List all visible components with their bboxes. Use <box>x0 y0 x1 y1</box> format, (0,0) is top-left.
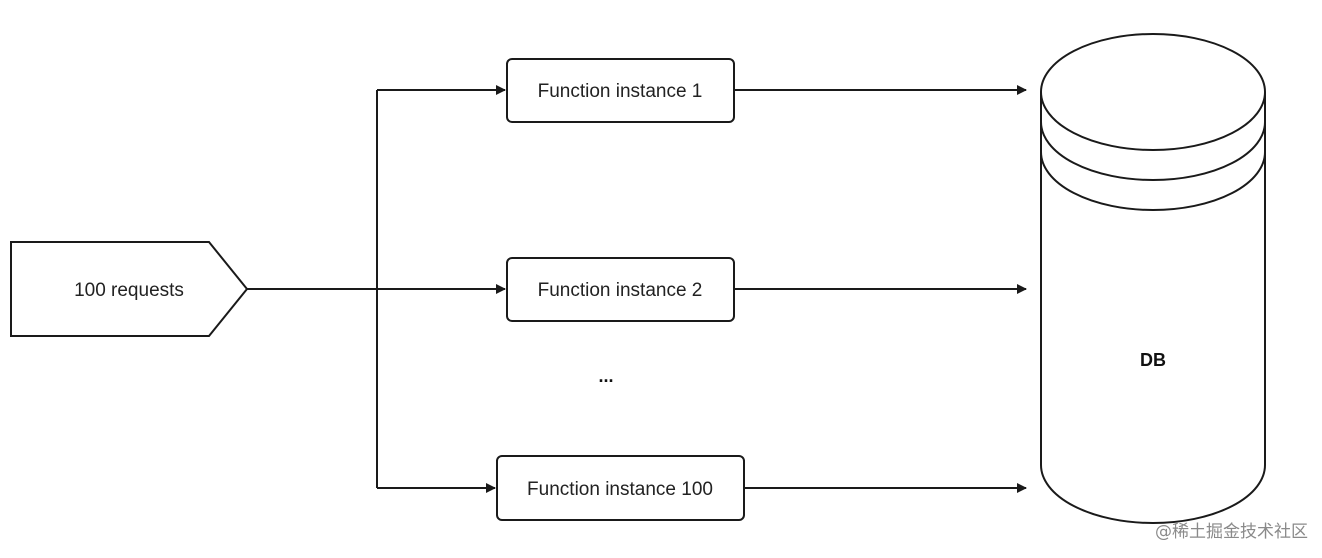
function-instance-1-node: Function instance 1 <box>506 58 735 123</box>
instances-ellipsis: ... <box>598 366 613 386</box>
function-instance-1-label: Function instance 1 <box>538 81 703 102</box>
function-instance-100-node: Function instance 100 <box>496 455 745 521</box>
requests-source-node: 100 requests <box>10 241 249 337</box>
requests-source-label: 100 requests <box>74 280 184 301</box>
database-node: DB <box>1040 33 1266 524</box>
function-instance-100-label: Function instance 100 <box>527 479 713 500</box>
database-label: DB <box>1140 350 1166 370</box>
database-cylinder-body <box>1040 92 1266 524</box>
database-cylinder-ring-2 <box>1040 151 1266 211</box>
watermark-text: @稀土掘金技术社区 <box>1155 522 1308 542</box>
function-instance-2-node: Function instance 2 <box>506 257 735 322</box>
function-instance-2-label: Function instance 2 <box>538 280 703 301</box>
database-cylinder-ring-1 <box>1040 121 1266 181</box>
requests-source-shape <box>10 241 249 337</box>
database-cylinder-top <box>1040 33 1266 151</box>
